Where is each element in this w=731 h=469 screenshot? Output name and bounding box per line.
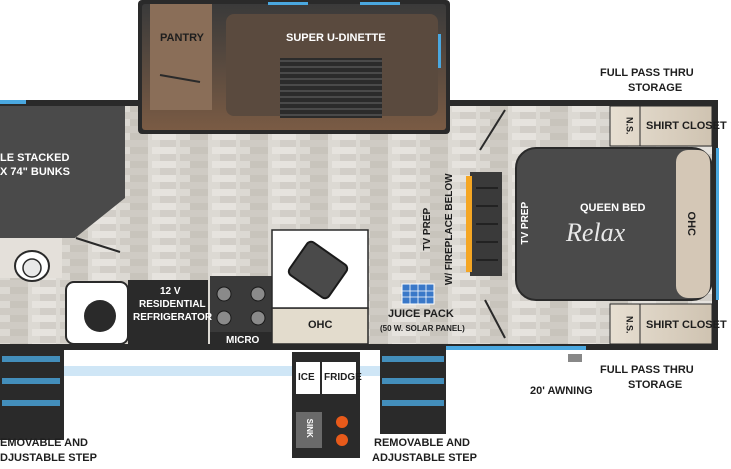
bed-ohc xyxy=(676,150,710,298)
ice-label: ICE xyxy=(298,372,315,383)
vanity-sink xyxy=(84,300,116,332)
full-pass-top-label-2: STORAGE xyxy=(628,82,683,94)
slideout-window-2 xyxy=(360,2,400,5)
shirt-closet-top-label: SHIRT CLOSET xyxy=(646,120,727,132)
shirt-closet-bottom-label: SHIRT CLOSET xyxy=(646,319,727,331)
pantry-label: PANTRY xyxy=(160,32,204,44)
fridge-label-2: RESIDENTIAL xyxy=(139,299,206,310)
step-right-label-1: REMOVABLE AND xyxy=(374,437,470,449)
pantry-door xyxy=(159,74,201,83)
bath-door xyxy=(75,237,121,253)
kitchen-ohc-label: OHC xyxy=(308,319,333,331)
full-pass-top-label-1: FULL PASS THRU xyxy=(600,67,694,79)
toilet-bowl xyxy=(22,258,42,278)
bunks-label-1: LE STACKED xyxy=(0,152,70,164)
relax-logo-text: Relax xyxy=(566,218,626,247)
rear-window xyxy=(716,148,719,300)
burner-2 xyxy=(250,286,266,302)
ns-bottom-label: N.S. xyxy=(624,315,635,334)
bunks-label-2: X 74" BUNKS xyxy=(0,166,71,178)
tv-prep-left-label-1: TV PREP xyxy=(421,207,433,251)
queen-bed xyxy=(515,147,713,301)
microwave xyxy=(210,332,272,346)
queen-bed-label: QUEEN BED xyxy=(580,202,646,214)
tv-prep-left-label-2: W/ FIREPLACE BELOW xyxy=(443,173,455,286)
awning-edge xyxy=(446,346,586,350)
step-right-label-2: ADJUSTABLE STEP xyxy=(372,452,477,464)
tv-prep-right-label: TV PREP xyxy=(519,201,531,245)
kitchen-sink xyxy=(287,240,349,300)
outdoor-fridge xyxy=(322,362,356,394)
slideout-window xyxy=(268,2,308,5)
awning-bracket xyxy=(568,354,582,362)
closet-bottom xyxy=(609,303,713,345)
outdoor-sink xyxy=(296,412,322,448)
juice-pack-label-2: (50 W. SOLAR PANEL) xyxy=(380,324,465,333)
fridge-label-1: 12 V xyxy=(160,286,181,297)
outdoor-burner-2 xyxy=(336,434,348,446)
pantry-area xyxy=(150,4,212,110)
fireplace-glow xyxy=(466,176,472,272)
bedroom-door-bottom xyxy=(484,299,506,339)
bed-ohc-label: OHC xyxy=(685,211,697,236)
step-left-label-2: DJUSTABLE STEP xyxy=(0,452,97,464)
awning-strip xyxy=(64,366,380,376)
full-pass-bottom-label-1: FULL PASS THRU xyxy=(600,364,694,376)
ns-top-label: N.S. xyxy=(624,116,635,135)
dinette-label: SUPER U-DINETTE xyxy=(286,32,386,44)
bedroom-door-top xyxy=(479,109,506,151)
step-left-label-1: EMOVABLE AND xyxy=(0,437,88,449)
closet-top xyxy=(609,105,713,147)
slideout-window-side xyxy=(438,34,441,68)
dinette-table xyxy=(280,58,382,118)
outdoor-burner-1 xyxy=(336,416,348,428)
awning-label: 20' AWNING xyxy=(530,385,593,397)
outdoor-sink-label: SINK xyxy=(305,418,315,438)
fridge-label-3: REFRIGERATOR xyxy=(133,312,213,323)
burner-1 xyxy=(216,286,232,302)
juice-pack-label-1: JUICE PACK xyxy=(388,308,454,320)
burner-4 xyxy=(250,310,266,326)
bunk-window xyxy=(0,100,26,104)
outdoor-fridge-label: FRIDGE xyxy=(324,372,362,383)
burner-3 xyxy=(216,310,232,326)
micro-label: MICRO xyxy=(226,335,260,346)
bunks xyxy=(0,106,125,238)
refrigerator xyxy=(128,280,208,344)
full-pass-bottom-label-2: STORAGE xyxy=(628,379,683,391)
outdoor-ice xyxy=(296,362,320,394)
